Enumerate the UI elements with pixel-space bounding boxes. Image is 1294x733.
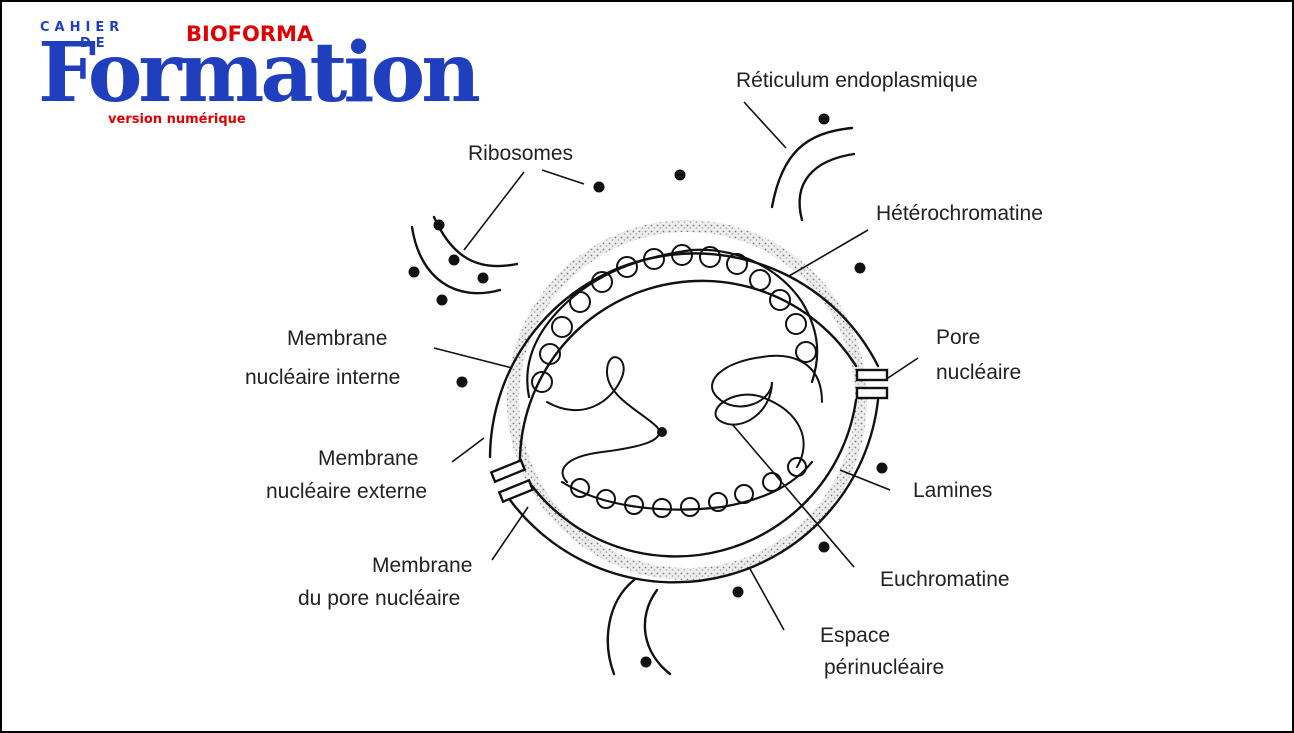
er-branch-bottom-outer xyxy=(608,580,634,674)
label-membrane-externe-line2: nucléaire externe xyxy=(266,480,427,503)
label-membrane-interne-line2: nucléaire interne xyxy=(245,366,400,389)
er-branch-top-outer xyxy=(772,128,852,207)
nuclear-pore-right-bottom xyxy=(857,388,887,398)
label-pore-line1: Pore xyxy=(936,326,980,349)
label-membrane-pore-line1: Membrane xyxy=(372,554,472,577)
label-membrane-externe-line1: Membrane xyxy=(318,447,418,470)
label-heterochromatine: Hétérochromatine xyxy=(876,202,1043,225)
er-branch-left-outer xyxy=(434,217,517,266)
label-membrane-interne-line1: Membrane xyxy=(287,327,387,350)
label-espace-line1: Espace xyxy=(820,624,890,647)
label-lamines: Lamines xyxy=(913,479,992,502)
label-membrane-pore-line2: du pore nucléaire xyxy=(298,587,460,610)
er-branch-top-inner xyxy=(800,154,854,220)
label-pore-line2: nucléaire xyxy=(936,361,1021,384)
label-euchromatine: Euchromatine xyxy=(880,568,1010,591)
label-reticulum-endoplasmique: Réticulum endoplasmique xyxy=(736,69,978,92)
lamina-layer xyxy=(507,220,867,580)
label-espace-line2: périnucléaire xyxy=(824,656,944,679)
nuclear-pore-left-top xyxy=(491,460,524,481)
nuclear-pore-right-top xyxy=(857,370,887,380)
nuclear-pore-left-bottom xyxy=(499,480,532,501)
label-ribosomes: Ribosomes xyxy=(468,142,573,165)
